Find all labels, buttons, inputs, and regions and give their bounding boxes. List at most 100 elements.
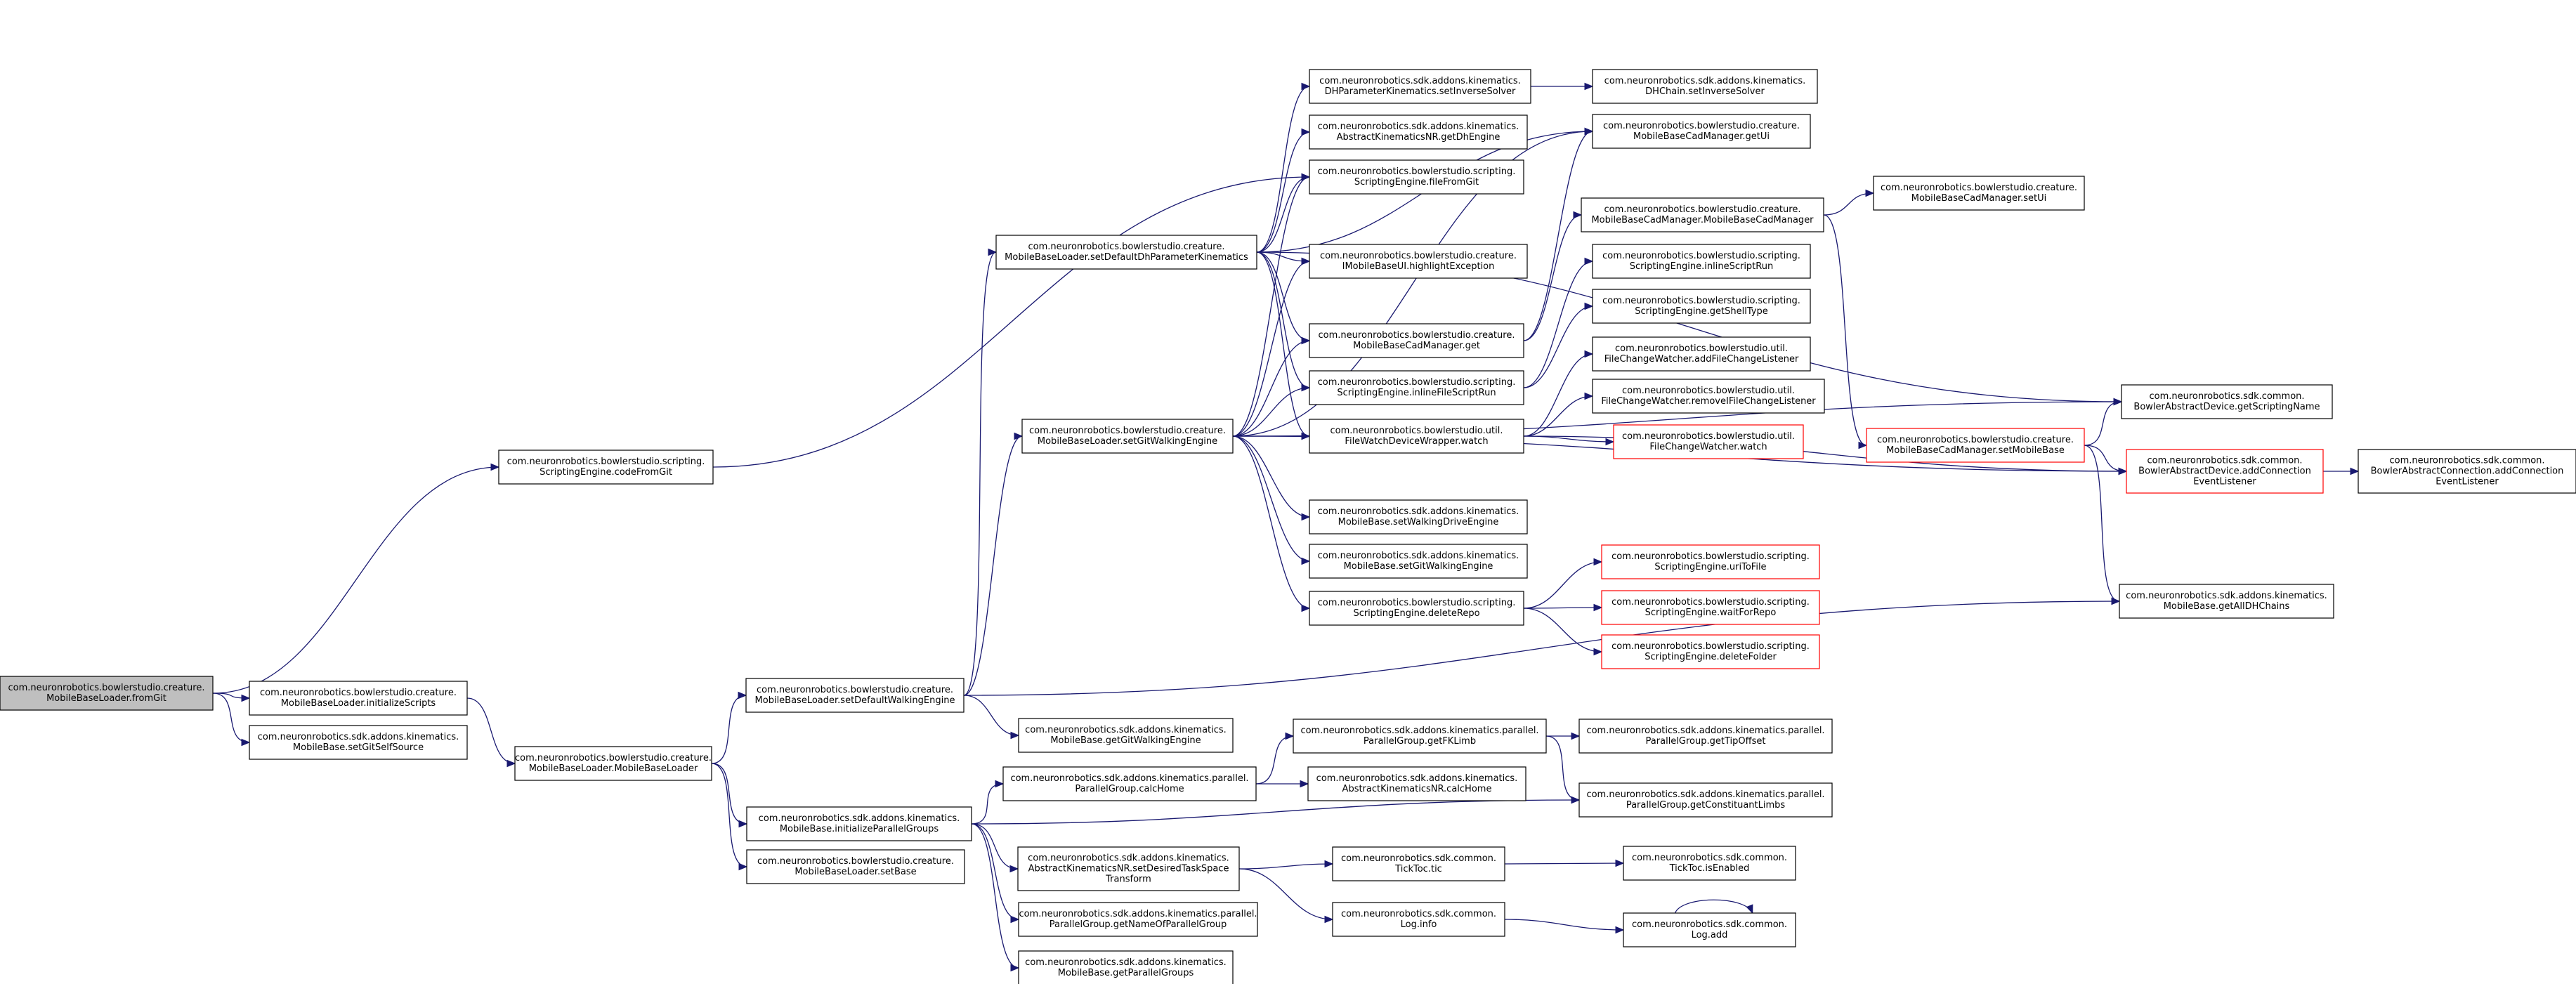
node-n20[interactable]: com.neuronrobotics.bowlerstudio.creature… (1309, 323, 1524, 358)
node-n6[interactable]: com.neuronrobotics.bowlerstudio.creature… (745, 678, 965, 713)
node-label-line: com.neuronrobotics.sdk.addons.kinematics… (1028, 853, 1229, 864)
node-label-line: EventListener (2436, 477, 2499, 487)
node-n7[interactable]: com.neuronrobotics.sdk.addons.kinematics… (746, 806, 972, 841)
node-label-line: ParallelGroup.calcHome (1075, 784, 1184, 794)
edge-line (963, 695, 1019, 736)
edge-n28-n43 (1504, 859, 1625, 867)
node-n12[interactable]: com.neuronrobotics.sdk.addons.kinematics… (1002, 766, 1257, 801)
node-n10[interactable]: com.neuronrobotics.bowlerstudio.creature… (1021, 419, 1234, 454)
node-n19[interactable]: com.neuronrobotics.bowlerstudio.creature… (1309, 244, 1528, 279)
node-n49[interactable]: com.neuronrobotics.sdk.addons.kinematics… (2119, 584, 2334, 619)
edge-arrowhead (1858, 441, 1868, 450)
node-n32[interactable]: com.neuronrobotics.bowlerstudio.creature… (1581, 197, 1824, 232)
node-n48[interactable]: com.neuronrobotics.sdk.common.BowlerAbst… (2126, 449, 2324, 494)
node-n31[interactable]: com.neuronrobotics.bowlerstudio.creature… (1592, 114, 1811, 149)
node-n33[interactable]: com.neuronrobotics.bowlerstudio.scriptin… (1592, 244, 1811, 279)
node-n1[interactable]: com.neuronrobotics.bowlerstudio.creature… (0, 676, 214, 711)
node-n40[interactable]: com.neuronrobotics.bowlerstudio.scriptin… (1601, 634, 1820, 669)
node-n26[interactable]: com.neuronrobotics.sdk.addons.kinematics… (1293, 719, 1547, 754)
edge-line (1232, 387, 1310, 437)
node-n36[interactable]: com.neuronrobotics.bowlerstudio.util.Fil… (1592, 379, 1825, 414)
edge-arrowhead (1010, 915, 1020, 924)
edge-n25-n40 (1523, 608, 1603, 656)
edge-n16-n30 (1531, 82, 1594, 91)
edge-n10-n21 (1232, 383, 1311, 437)
node-label-line: Log.info (1401, 919, 1437, 930)
node-n43[interactable]: com.neuronrobotics.sdk.common.TickToc.is… (1623, 846, 1796, 881)
node-box (2121, 384, 2333, 419)
node-box (1021, 419, 1234, 454)
node-n9[interactable]: com.neuronrobotics.bowlerstudio.creature… (995, 235, 1257, 270)
node-n30[interactable]: com.neuronrobotics.sdk.addons.kinematics… (1592, 69, 1818, 104)
node-n11[interactable]: com.neuronrobotics.sdk.addons.kinematics… (1018, 718, 1234, 753)
node-label-line: TickToc.tic (1394, 864, 1442, 874)
node-n15[interactable]: com.neuronrobotics.sdk.addons.kinematics… (1018, 950, 1234, 984)
node-n13[interactable]: com.neuronrobotics.sdk.addons.kinematics… (1017, 846, 1240, 891)
node-n47[interactable]: com.neuronrobotics.sdk.common.BowlerAbst… (2121, 384, 2333, 419)
edge-arrowhead (1571, 732, 1581, 740)
node-n22[interactable]: com.neuronrobotics.bowlerstudio.util.Fil… (1309, 419, 1524, 454)
node-label-line: com.neuronrobotics.sdk.common. (1632, 853, 1787, 863)
node-n38[interactable]: com.neuronrobotics.bowlerstudio.scriptin… (1601, 544, 1820, 579)
node-label-line: com.neuronrobotics.sdk.addons.kinematics… (1604, 76, 1806, 86)
edge-arrowhead (738, 820, 748, 828)
node-box (1293, 719, 1547, 754)
edge-n46-n49 (2084, 445, 2121, 605)
node-label-line: com.neuronrobotics.bowlerstudio.creature… (757, 856, 954, 867)
node-n44[interactable]: com.neuronrobotics.sdk.common.Log.add (1623, 912, 1796, 947)
node-label-line: com.neuronrobotics.sdk.addons.kinematics… (1025, 725, 1227, 735)
edge-line (963, 601, 2120, 696)
node-label-line: ScriptingEngine.uriToFile (1654, 562, 1766, 572)
edge-line (1523, 214, 1582, 341)
node-n2[interactable]: com.neuronrobotics.bowlerstudio.scriptin… (498, 450, 714, 485)
node-n37[interactable]: com.neuronrobotics.bowlerstudio.util.Fil… (1613, 424, 1804, 459)
edge-line (1232, 435, 1310, 518)
edge-arrowhead (1301, 513, 1311, 521)
node-n50[interactable]: com.neuronrobotics.sdk.common.BowlerAbst… (2358, 449, 2576, 494)
node-box (1309, 323, 1524, 358)
node-n39[interactable]: com.neuronrobotics.bowlerstudio.scriptin… (1601, 590, 1820, 625)
edge-line (1232, 176, 1310, 437)
node-label-line: BowlerAbstractDevice.getScriptingName (2133, 402, 2320, 412)
node-label-line: MobileBase.getGitWalkingEngine (1050, 735, 1201, 746)
edge-n46-n47 (2084, 398, 2123, 446)
edge-n1-n4 (212, 693, 251, 747)
node-n27[interactable]: com.neuronrobotics.sdk.addons.kinematics… (1307, 766, 1526, 801)
node-n34[interactable]: com.neuronrobotics.bowlerstudio.scriptin… (1592, 289, 1811, 324)
node-label-line: com.neuronrobotics.bowlerstudio.creature… (1028, 242, 1225, 252)
edge-line (971, 823, 1019, 870)
node-box (2358, 449, 2576, 494)
node-n17[interactable]: com.neuronrobotics.sdk.addons.kinematics… (1309, 114, 1528, 150)
node-label-line: com.neuronrobotics.bowlerstudio.creature… (1604, 204, 1801, 215)
edge-arrowhead (1571, 796, 1581, 804)
node-label-line: MobileBase.setWalkingDriveEngine (1338, 517, 1499, 527)
node-n25[interactable]: com.neuronrobotics.bowlerstudio.scriptin… (1309, 591, 1524, 626)
node-n41[interactable]: com.neuronrobotics.sdk.addons.kinematics… (1578, 719, 1833, 754)
edge-line (1523, 561, 1602, 609)
edge-line (1232, 435, 1310, 562)
node-n45[interactable]: com.neuronrobotics.bowlerstudio.creature… (1873, 176, 2085, 211)
node-n23[interactable]: com.neuronrobotics.sdk.addons.kinematics… (1309, 499, 1528, 534)
edge-n44-n44 (1674, 899, 1753, 914)
node-n35[interactable]: com.neuronrobotics.bowlerstudio.util.Fil… (1592, 336, 1811, 372)
node-label-line: MobileBaseLoader.setDefaultDhParameterKi… (1005, 252, 1248, 263)
edge-n26-n41 (1546, 732, 1581, 740)
node-n42[interactable]: com.neuronrobotics.sdk.addons.kinematics… (1578, 782, 1833, 818)
node-n16[interactable]: com.neuronrobotics.sdk.addons.kinematics… (1309, 69, 1531, 104)
node-n29[interactable]: com.neuronrobotics.sdk.common.Log.info (1332, 902, 1505, 937)
node-n18[interactable]: com.neuronrobotics.bowlerstudio.scriptin… (1309, 159, 1524, 195)
node-n46[interactable]: com.neuronrobotics.bowlerstudio.creature… (1866, 428, 2085, 463)
node-n3[interactable]: com.neuronrobotics.bowlerstudio.creature… (249, 681, 468, 716)
node-n21[interactable]: com.neuronrobotics.bowlerstudio.scriptin… (1309, 370, 1524, 405)
node-label-line: com.neuronrobotics.bowlerstudio.creature… (260, 688, 457, 698)
node-n14[interactable]: com.neuronrobotics.sdk.addons.kinematics… (1018, 902, 1258, 937)
node-n5[interactable]: com.neuronrobotics.bowlerstudio.creature… (514, 746, 712, 781)
node-n8[interactable]: com.neuronrobotics.bowlerstudio.creature… (746, 849, 965, 884)
node-n24[interactable]: com.neuronrobotics.sdk.addons.kinematics… (1309, 544, 1528, 579)
node-n4[interactable]: com.neuronrobotics.sdk.addons.kinematics… (249, 725, 468, 760)
node-label-line: com.neuronrobotics.bowlerstudio.scriptin… (1611, 551, 1810, 562)
edge-line (1674, 899, 1753, 914)
node-box (1002, 766, 1257, 801)
node-label-line: com.neuronrobotics.bowlerstudio.creature… (8, 683, 205, 693)
node-n28[interactable]: com.neuronrobotics.sdk.common.TickToc.ti… (1332, 846, 1505, 881)
